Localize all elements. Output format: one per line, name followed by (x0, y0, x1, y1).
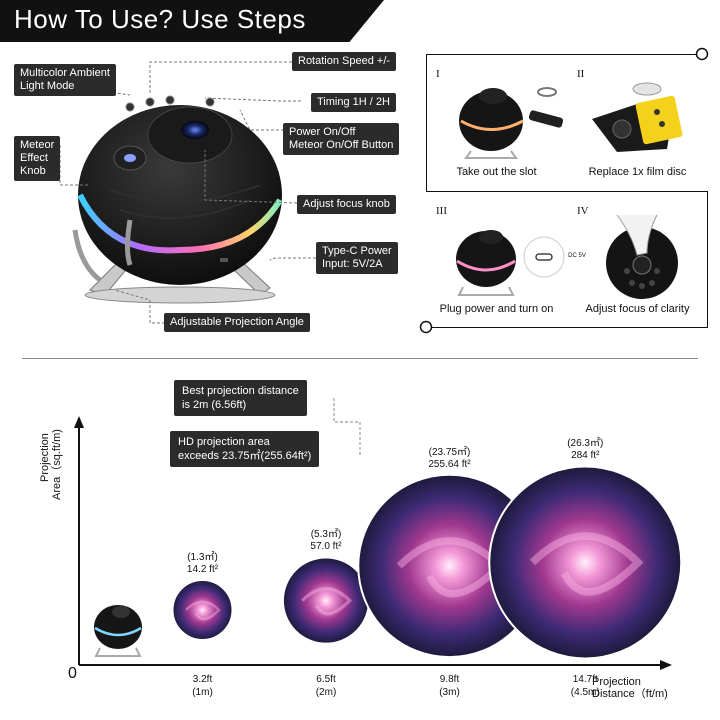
x-axis-label-line2: Distance（ft/m) (592, 688, 668, 700)
callout-type-c: Type-C Power Input: 5V/2A (316, 242, 398, 274)
info-hd-line2: exceeds 23.75㎡(255.64ft²) (178, 450, 312, 462)
page-title: How To Use? Use Steps (14, 4, 306, 34)
galaxy-area-m-4: (26.3㎡) (567, 438, 604, 450)
step-3-illustration (456, 230, 565, 296)
galaxy-area-m-2: (5.3㎡) (310, 529, 342, 541)
x-tick-2: 6.5ft (2m) (301, 673, 351, 699)
step-3-caption: Plug power and turn on (439, 303, 554, 315)
callout-multicolor-line1: Multicolor Ambient (20, 67, 110, 79)
step-3: III DC 5V Plug power and turn on (426, 191, 586, 328)
step-2: II Replace 1x film disc (567, 54, 708, 191)
callout-projection-angle: Adjustable Projection Angle (164, 313, 310, 332)
x-tick-4: 14.7ft (4.5m) (560, 673, 610, 699)
step-2-number: II (577, 68, 585, 80)
step-2-illustration (592, 82, 683, 152)
step-4-illustration (606, 214, 678, 299)
x-tick-1: 3.2ft (1m) (178, 673, 228, 699)
callout-typec-line2: Input: 5V/2A (322, 258, 383, 270)
step-1-number: I (436, 68, 440, 80)
x-tick-m-1: (1m) (192, 687, 213, 698)
galaxy-area-label-1: (1.3㎡)14.2 ft² (163, 552, 243, 576)
axis-origin: 0 (68, 665, 77, 682)
section-divider (22, 358, 698, 359)
step-4-number: IV (577, 205, 589, 217)
callout-timing: Timing 1H / 2H (311, 93, 396, 112)
y-axis-arrow (74, 416, 84, 428)
panel-middle-border (426, 191, 708, 192)
step-4: IV Adjust focus of clarity (567, 191, 708, 328)
x-tick-ft-1: 3.2ft (192, 674, 213, 685)
steps-panel: I Take out the slot II Replace 1x film d… (419, 47, 709, 334)
galaxy-area-m-1: (1.3㎡) (187, 552, 218, 563)
step-1-caption: Take out the slot (456, 166, 537, 178)
callout-meteor-line1: Meteor (20, 139, 55, 151)
callout-power-line1: Power On/Off (289, 126, 356, 138)
galaxy-projection-4 (488, 465, 683, 660)
callout-meteor-line2: Effect (20, 152, 48, 164)
x-axis-arrow (660, 660, 672, 670)
step-1-illustration (459, 87, 564, 159)
x-tick-ft-2: 6.5ft (316, 674, 336, 685)
galaxy-arm-4 (529, 532, 644, 596)
info-best-line1: Best projection distance (182, 385, 299, 397)
step-2-caption: Replace 1x film disc (588, 166, 687, 178)
step-4-caption: Adjust focus of clarity (585, 303, 690, 315)
panel-bottom-border (426, 327, 708, 328)
galaxy-area-ft-3: 255.64 ft² (428, 458, 471, 470)
y-axis-label: Projection Area（sq.ft/m) (39, 420, 63, 500)
galaxy-area-label-4: (26.3㎡)284 ft² (545, 438, 625, 462)
galaxy-area-ft-4: 284 ft² (571, 450, 600, 462)
small-projector-icon (94, 605, 142, 657)
callout-focus-knob: Adjust focus knob (297, 195, 396, 214)
info-best-line2: is 2m (6.56ft) (182, 399, 247, 411)
x-tick-m-4: (4.5m) (570, 687, 600, 698)
info-best-distance: Best projection distance is 2m (6.56ft) (174, 380, 307, 416)
callout-meteor-knob: Meteor Effect Knob (14, 136, 61, 181)
galaxy-area-label-2: (5.3㎡)57.0 ft² (286, 529, 366, 553)
y-axis-label-line2: Area（sq.ft/m) (51, 429, 63, 500)
panel-top-border (426, 54, 708, 55)
callout-meteor-line3: Knob (20, 165, 46, 177)
panel-right-border (707, 191, 708, 328)
callout-multicolor-light: Multicolor Ambient Light Mode (14, 64, 116, 96)
dc-port-label: DC 5V (568, 253, 586, 259)
x-axis-label: Projection Distance（ft/m) (592, 676, 668, 700)
galaxy-arm-2 (301, 587, 353, 616)
x-axis-label-line1: Projection (592, 676, 641, 688)
x-tick-3: 9.8ft (3m) (425, 673, 475, 699)
title-banner (0, 0, 384, 42)
galaxy-area-m-3: (23.75㎡) (428, 446, 471, 458)
callout-power-line2: Meteor On/Off Button (289, 139, 394, 151)
galaxy-projection-1 (171, 579, 234, 641)
x-tick-ft-3: 9.8ft (439, 674, 460, 685)
step-1: I Take out the slot (426, 54, 567, 191)
info-hd-line1: HD projection area (178, 436, 270, 448)
x-tick-m-2: (2m) (315, 687, 337, 698)
projector-device-illustration (72, 95, 283, 304)
projection-chart (74, 398, 683, 670)
x-tick-ft-4: 14.7ft (572, 674, 598, 685)
galaxy-area-ft-2: 57.0 ft² (310, 541, 342, 553)
step-3-number: III (436, 205, 447, 217)
callout-power: Power On/Off Meteor On/Off Button (283, 123, 400, 155)
galaxy-area-label-3: (23.75㎡)255.64 ft² (410, 447, 490, 471)
info-hd-area: HD projection area exceeds 23.75㎡(255.64… (170, 431, 320, 467)
info-connector (333, 398, 361, 457)
callout-rotation-speed: Rotation Speed +/- (292, 52, 397, 71)
galaxy-area-ft-1: 14.2 ft² (186, 564, 219, 575)
callout-multicolor-line2: Light Mode (20, 80, 75, 92)
x-tick-m-3: (3m) (439, 687, 460, 698)
panel-corner-dots (419, 47, 709, 334)
y-axis-label-line1: Projection (39, 433, 51, 482)
galaxy-projection-2 (281, 556, 371, 645)
galaxy-arm-1 (185, 600, 221, 621)
panel-left-border (426, 54, 427, 191)
callout-typec-line1: Type-C Power (322, 245, 392, 257)
